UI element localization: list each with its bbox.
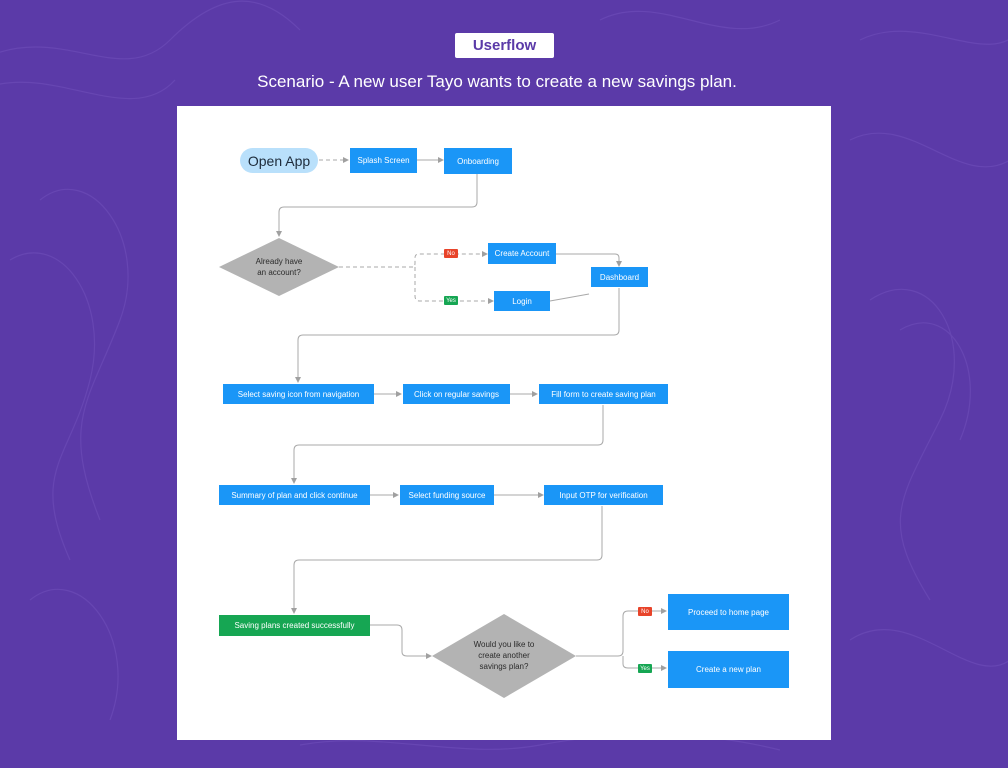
create-account-node: Create Account [488, 243, 556, 264]
open-app-node: Open App [240, 148, 318, 173]
scenario-subtitle: Scenario - A new user Tayo wants to crea… [257, 72, 737, 91]
no-tag-another: No [638, 607, 652, 616]
decision-another-line1: Would you like to [473, 640, 535, 649]
select-funding-node: Select funding source [400, 485, 494, 505]
no-tag-account: No [444, 249, 458, 258]
userflow-badge: Userflow [455, 33, 554, 58]
decision-another-text: Would you like to create another savings… [449, 639, 559, 672]
yes-tag-another: Yes [638, 664, 652, 673]
onboarding-node: Onboarding [444, 148, 512, 174]
decision-another-line2: create another [478, 651, 530, 660]
dashboard-node: Dashboard [591, 267, 648, 287]
input-otp-node: Input OTP for verification [544, 485, 663, 505]
decision-account-line1: Already have [255, 257, 303, 266]
decision-diamond-account [219, 238, 339, 296]
flowchart-canvas: Open App Splash Screen Onboarding Alread… [177, 106, 831, 740]
splash-screen-node: Splash Screen [350, 148, 417, 173]
summary-node: Summary of plan and click continue [219, 485, 370, 505]
select-saving-icon-node: Select saving icon from navigation [223, 384, 374, 404]
login-node: Login [494, 291, 550, 311]
decision-account-line2: an account? [257, 268, 301, 277]
yes-tag-account: Yes [444, 296, 458, 305]
fill-form-node: Fill form to create saving plan [539, 384, 668, 404]
click-regular-savings-node: Click on regular savings [403, 384, 510, 404]
flowchart-connectors [219, 157, 667, 698]
decision-another-line3: savings plan? [479, 662, 529, 671]
decision-account-text: Already have an account? [229, 256, 329, 278]
decision-diamond-another [432, 614, 576, 698]
success-node: Saving plans created successfully [219, 615, 370, 636]
create-new-plan-node: Create a new plan [668, 651, 789, 688]
proceed-home-node: Proceed to home page [668, 594, 789, 630]
